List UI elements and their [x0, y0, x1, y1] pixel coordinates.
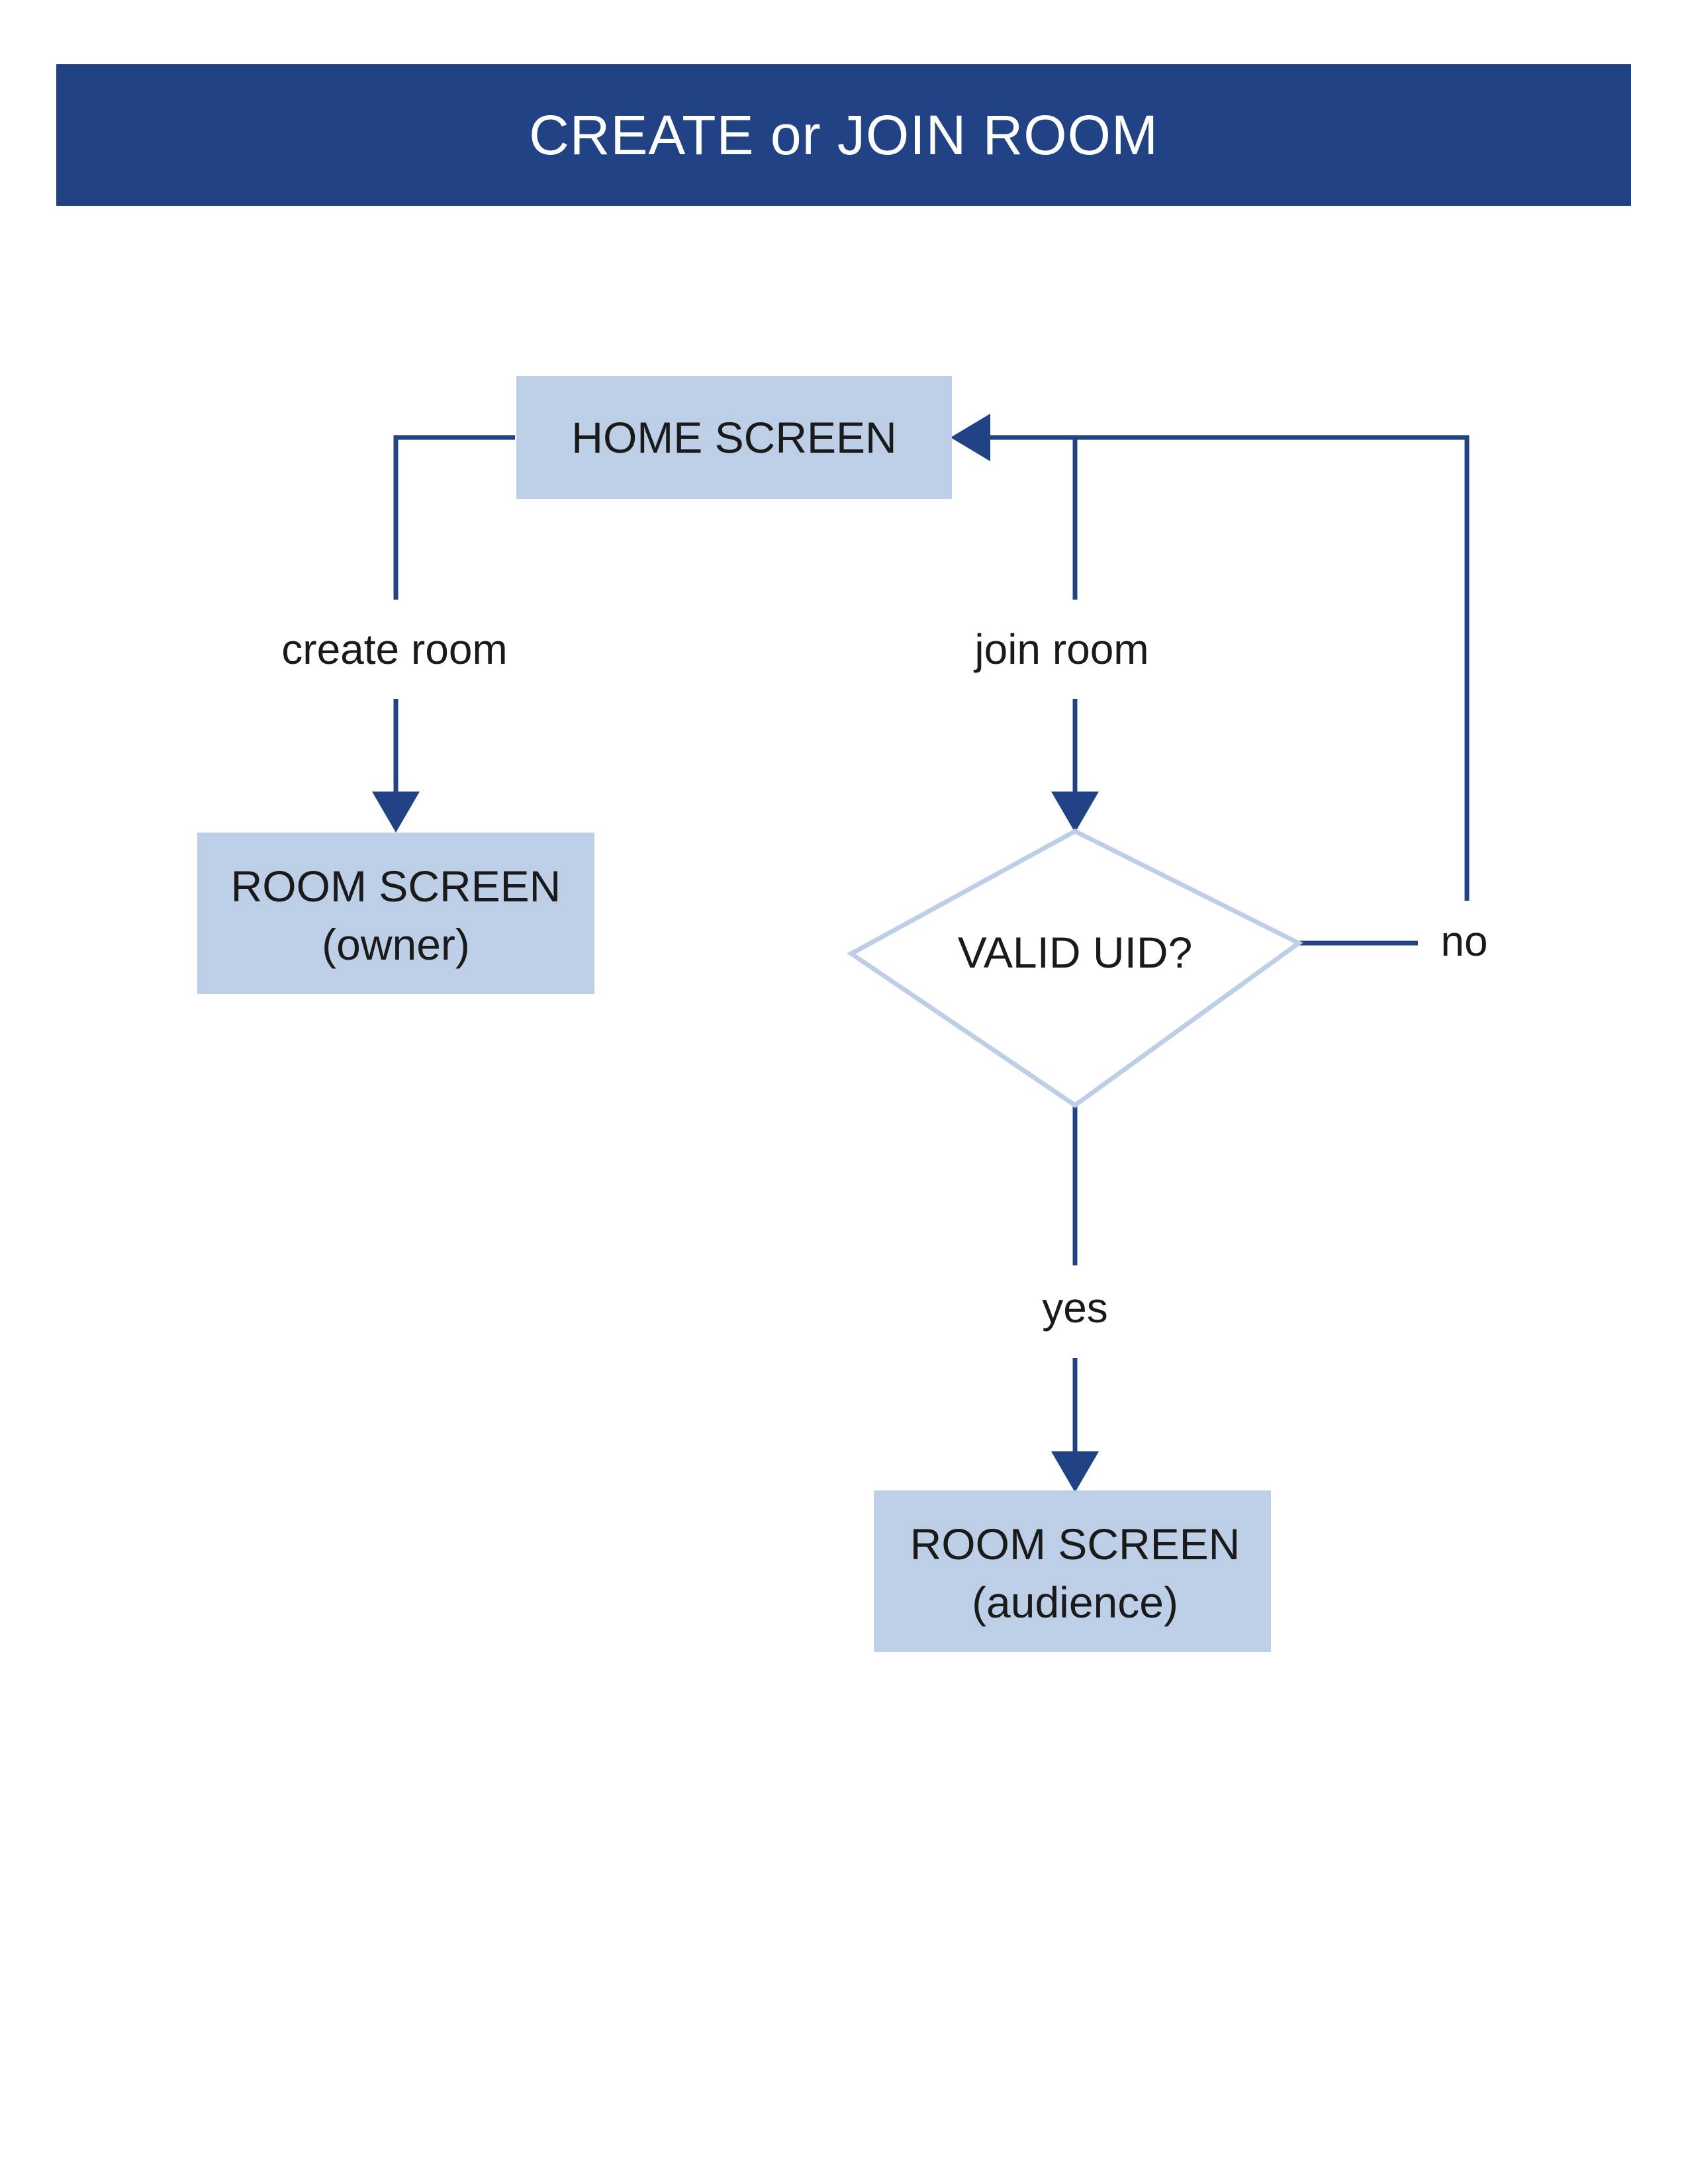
- node-valid-uid: VALID UID?: [847, 829, 1303, 1109]
- node-room-audience-line1: ROOM SCREEN: [910, 1520, 1241, 1569]
- node-room-owner-line1: ROOM SCREEN: [231, 862, 561, 911]
- node-valid-uid-diamond: [847, 829, 1303, 1109]
- node-valid-uid-label: VALID UID?: [958, 928, 1193, 977]
- edge-label-create-room: create room: [281, 625, 507, 673]
- edge-label-no: no: [1440, 917, 1487, 965]
- edge-label-join-room: join room: [973, 625, 1149, 673]
- arrowhead-to-diamond: [1051, 792, 1099, 833]
- node-home-screen-label: HOME SCREEN: [571, 413, 896, 462]
- edge-home-to-create-label: [393, 435, 515, 600]
- edge-no-label-to-home: [986, 435, 1470, 901]
- page-title: CREATE or JOIN ROOM: [529, 103, 1158, 166]
- header-banner: CREATE or JOIN ROOM: [56, 64, 1631, 206]
- node-home-screen-box: [516, 376, 952, 499]
- arrowhead-to-home: [951, 414, 990, 461]
- node-home-screen: HOME SCREEN: [516, 376, 952, 499]
- edge-label-yes: yes: [1042, 1284, 1108, 1332]
- node-room-audience-box: [874, 1490, 1271, 1652]
- node-room-audience: ROOM SCREEN (audience): [874, 1490, 1271, 1652]
- arrowhead-to-audience: [1051, 1451, 1099, 1492]
- arrowhead-to-owner: [372, 792, 420, 833]
- node-room-owner-line2: (owner): [322, 920, 470, 969]
- node-room-audience-line2: (audience): [972, 1578, 1178, 1627]
- node-room-owner: ROOM SCREEN (owner): [197, 833, 594, 994]
- node-room-owner-box: [197, 833, 594, 994]
